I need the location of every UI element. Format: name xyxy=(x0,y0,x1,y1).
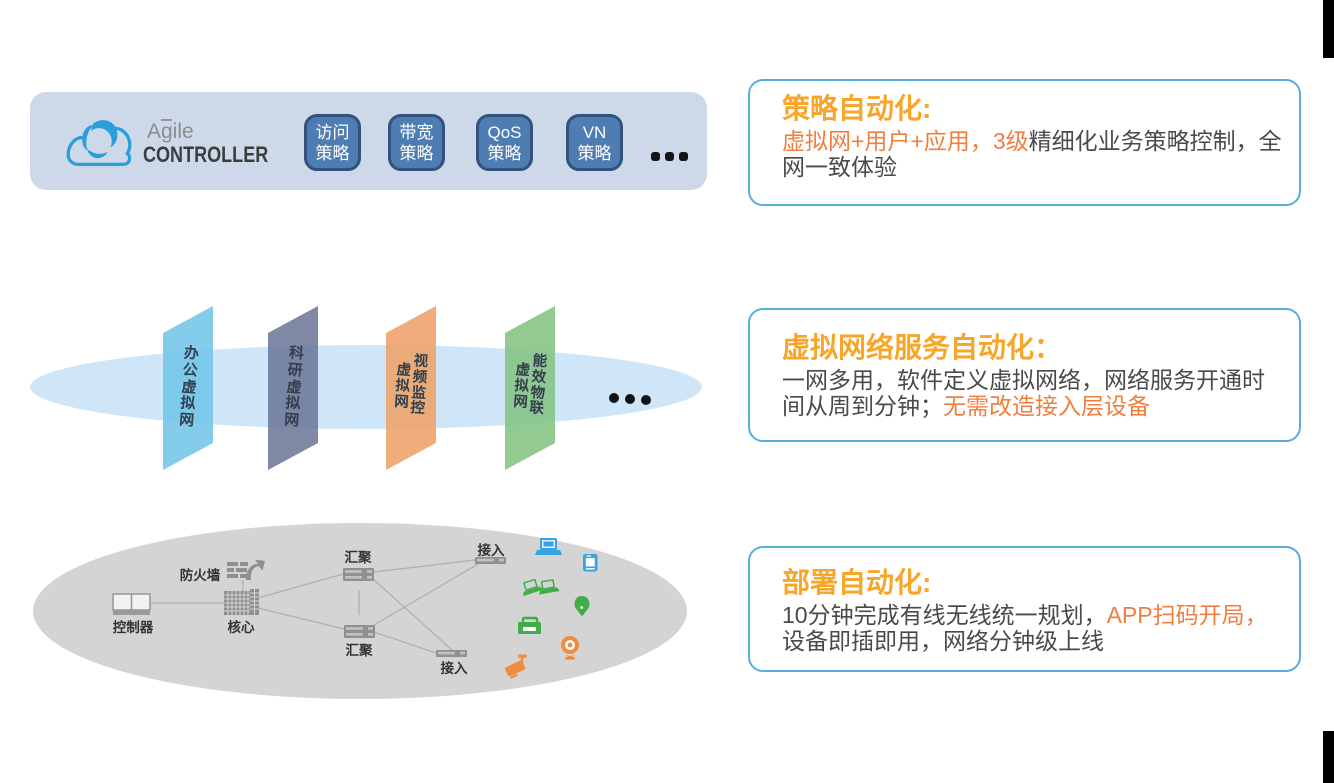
svg-text:接入: 接入 xyxy=(441,660,468,676)
svg-text:核心: 核心 xyxy=(228,619,255,635)
svg-text:防火墙: 防火墙 xyxy=(180,567,221,583)
svg-text:汇聚: 汇聚 xyxy=(346,643,373,658)
svg-text:汇聚: 汇聚 xyxy=(345,550,372,565)
svg-text:接入: 接入 xyxy=(478,542,505,558)
svg-text:控制器: 控制器 xyxy=(113,619,154,635)
